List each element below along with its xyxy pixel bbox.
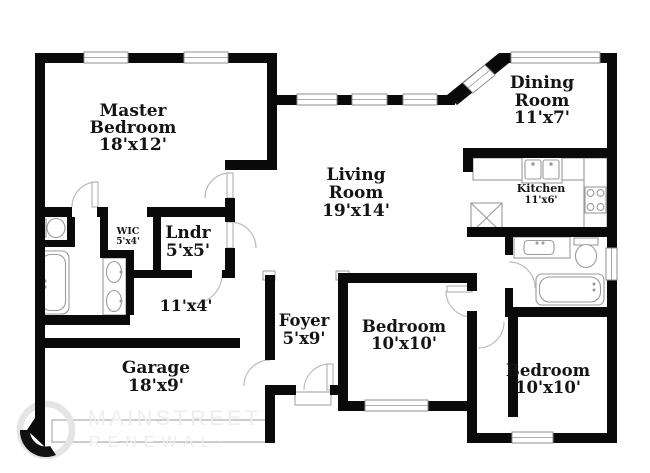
label-hallway-dims: 11'x4' xyxy=(160,296,213,315)
double-vanity-icon xyxy=(102,257,127,316)
label-laundry: Lndr xyxy=(165,223,211,243)
room-labels: Master Bedroom 18'x12' Dining Room 11'x7… xyxy=(90,73,591,397)
laundry-hall-door-arc xyxy=(191,273,223,305)
stove-icon xyxy=(584,186,607,214)
label-dining-room: Dining xyxy=(510,73,574,93)
label-dining-room: Room xyxy=(515,91,570,111)
label-master-bedroom-dims: 18'x12' xyxy=(99,135,167,155)
label-wic: WIC xyxy=(116,226,140,237)
label-bedroom-2: Bedroom xyxy=(506,361,591,380)
label-living-room: Room xyxy=(329,183,384,203)
label-garage-dims: 18'x9' xyxy=(128,376,184,396)
label-foyer-dims: 5'x9' xyxy=(283,329,326,348)
garage-entry-door-arc xyxy=(243,359,271,387)
label-living-room: Living xyxy=(327,165,386,185)
label-dining-room-dims: 11'x7' xyxy=(514,108,570,128)
label-master-bedroom: Master xyxy=(99,101,167,121)
label-bedroom-1: Bedroom xyxy=(362,317,447,336)
bathtub-icon xyxy=(535,273,605,306)
watermark-swoosh-icon xyxy=(19,430,57,458)
watermark: MAINSTREET RENEWAL. xyxy=(16,400,262,460)
front-door-sill xyxy=(294,391,332,406)
master-bedroom-door-arc xyxy=(204,172,231,199)
bathroom-door-arc xyxy=(508,261,536,289)
watermark-brand-line1: MAINSTREET xyxy=(88,406,262,430)
label-foyer: Foyer xyxy=(279,311,330,330)
label-living-room-dims: 19'x14' xyxy=(322,201,390,221)
door-panel xyxy=(226,221,234,249)
bathroom-sink-icon xyxy=(513,236,571,259)
laundry-living-door-arc xyxy=(229,221,257,249)
kitchen-sink-icon xyxy=(521,156,563,184)
front-door-arc xyxy=(303,363,331,391)
label-laundry-dims: 5'x5' xyxy=(166,241,210,261)
door-panel xyxy=(91,181,99,208)
label-kitchen-dims: 11'x6' xyxy=(525,195,558,206)
label-garage: Garage xyxy=(122,358,190,378)
label-master-bedroom: Bedroom xyxy=(90,118,177,138)
label-kitchen: Kitchen xyxy=(517,182,566,195)
windows xyxy=(83,51,618,444)
bedroom2-door-arc xyxy=(477,321,505,349)
toilet-icon xyxy=(573,237,599,269)
label-bedroom-2-dims: 10'x10' xyxy=(515,378,581,397)
watermark-brand-line2: RENEWAL. xyxy=(89,434,228,451)
label-bedroom-1-dims: 10'x10' xyxy=(371,334,437,353)
label-wic-dims: 5'x4' xyxy=(116,237,139,247)
door-panel xyxy=(226,172,234,199)
